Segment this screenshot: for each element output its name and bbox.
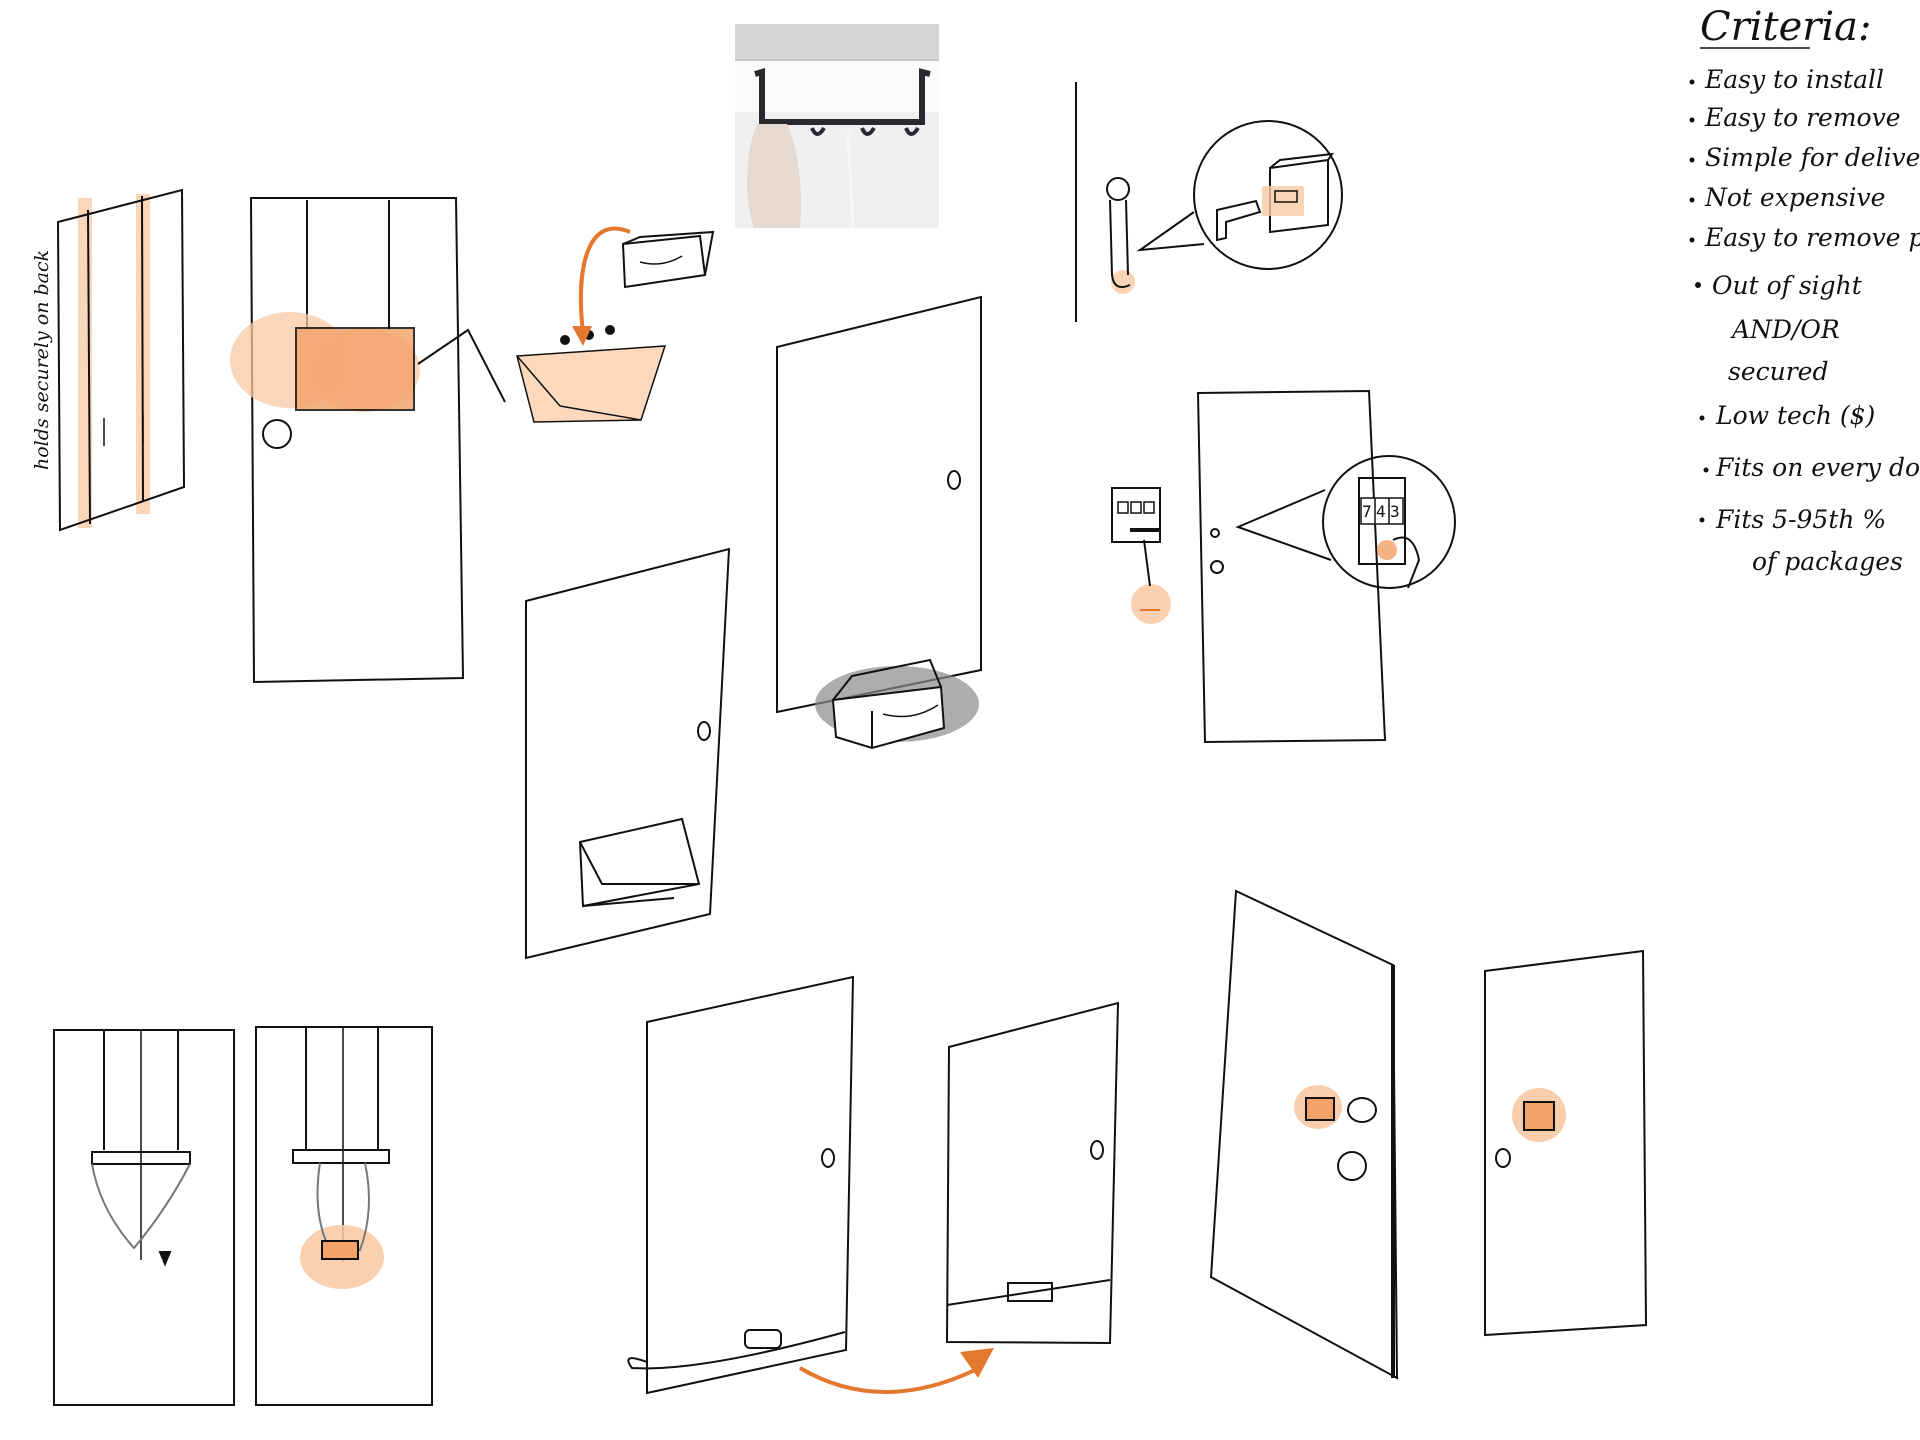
over-door-basket-sketch (230, 198, 665, 682)
criteria-title: Criteria: (1700, 4, 1872, 50)
keypad-digit-2: 4 (1376, 502, 1386, 521)
keypad-digit-3: 3 (1390, 502, 1400, 521)
criteria-item: Easy to install (1704, 65, 1884, 94)
criteria-item: Easy to remove package (1704, 223, 1920, 252)
net-bag-door-sketch (54, 1027, 432, 1405)
criteria-item: of packages (1752, 547, 1903, 576)
criteria-item: Easy to remove (1704, 103, 1901, 132)
transfer-arrow (800, 1368, 975, 1392)
keypad-digit-1: 7 (1362, 502, 1372, 521)
open-door-lockbox-sketch (1211, 891, 1397, 1378)
criteria-item: Fits 5-95th % (1715, 505, 1886, 534)
keypad-door-sketch (1112, 391, 1455, 742)
criteria-item: Not expensive (1704, 183, 1885, 212)
criteria-list: Criteria: Easy to install Easy to remove… (1690, 4, 1920, 576)
criteria-item: secured (1728, 357, 1828, 386)
lockbox-door-sketch (1485, 951, 1646, 1335)
criteria-item: Fits on every door (1715, 453, 1920, 482)
under-door-strap-sketch (628, 977, 1118, 1393)
floor-package-door-sketch (777, 297, 981, 748)
wall-hook-lockbox-sketch (1076, 82, 1342, 322)
criteria-item: Simple for deliverer (1705, 143, 1920, 172)
package-box-sketch (623, 232, 713, 287)
side-note-label: holds securely on back (31, 250, 53, 470)
criteria-item: AND/OR (1730, 315, 1840, 344)
reference-photo-hook-rack (735, 24, 939, 228)
criteria-item: Out of sight (1712, 271, 1863, 300)
criteria-item: Low tech ($) (1715, 401, 1875, 430)
keypad-digits: 7 4 3 (1362, 502, 1400, 521)
strap-hanger-sketch (58, 190, 184, 530)
mail-flap-door-sketch (526, 549, 729, 958)
